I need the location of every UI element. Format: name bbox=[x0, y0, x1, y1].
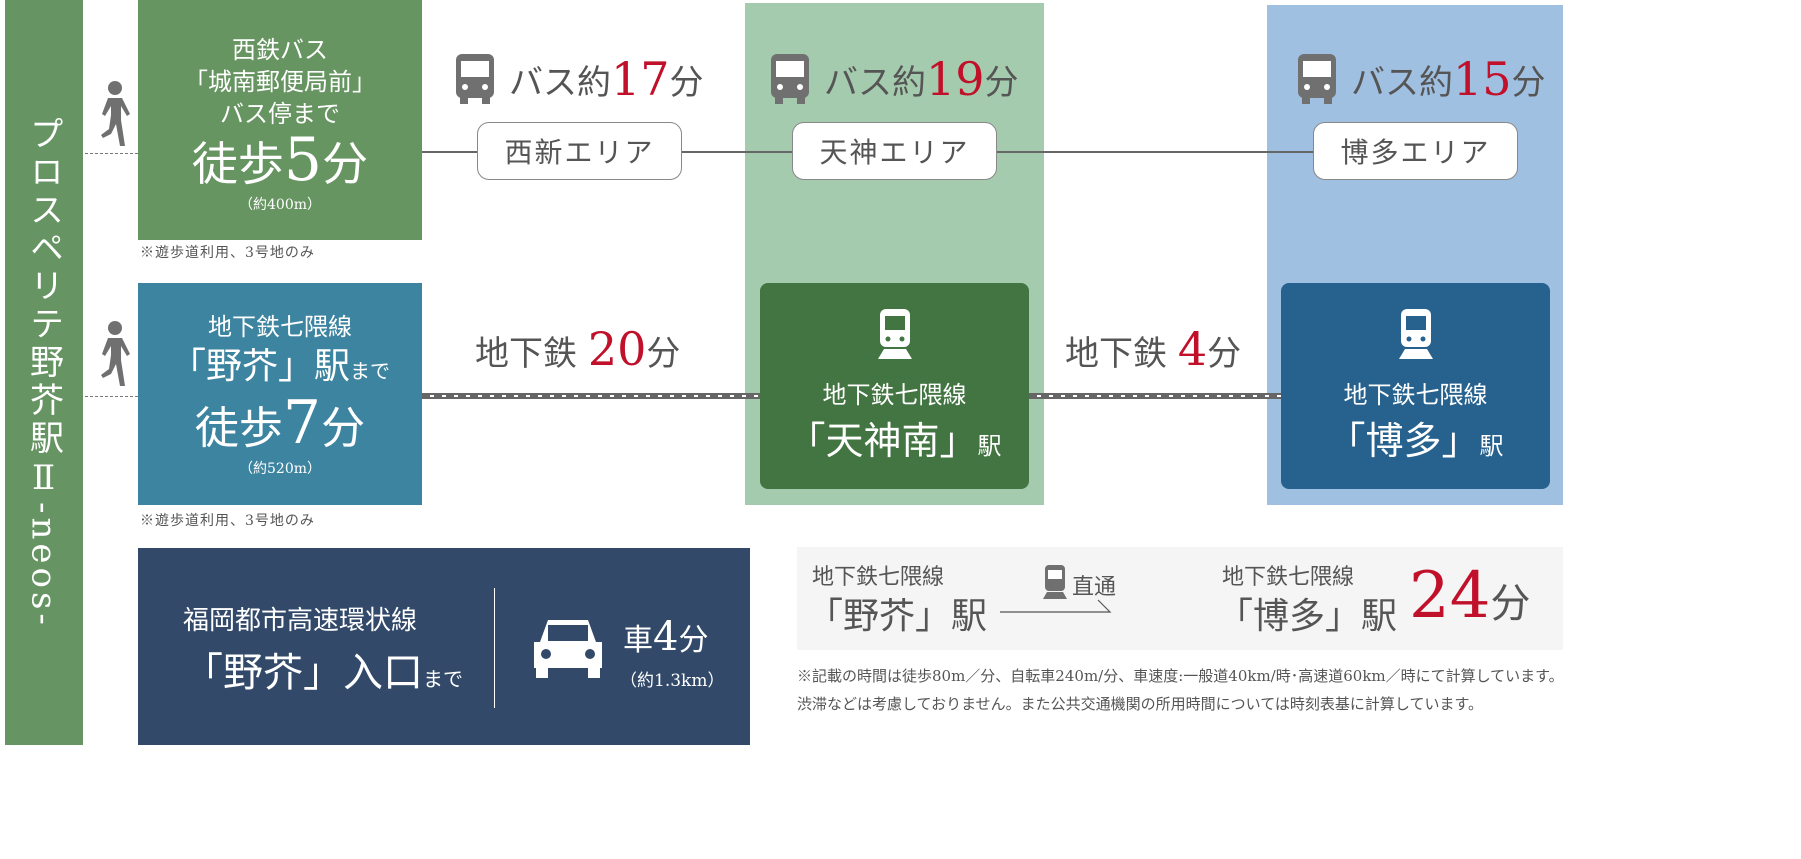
bus-minutes: 19 bbox=[926, 52, 985, 106]
station-name: 「天神南」 bbox=[787, 419, 978, 463]
unit: 分 bbox=[322, 137, 369, 191]
subway-line-track bbox=[422, 393, 760, 399]
bus-stop-name: 「城南郵便局前」 bbox=[184, 68, 376, 96]
train-icon bbox=[877, 309, 912, 359]
walk-minutes: 7 bbox=[282, 388, 322, 458]
arrow-icon bbox=[1000, 599, 1112, 613]
subway-minutes: 20 bbox=[587, 322, 647, 376]
direct-label: 直通 bbox=[1072, 575, 1117, 600]
station-walk-box: 地下鉄七隈線 「野芥」駅まで 徒歩7分 （約520m） bbox=[138, 283, 422, 505]
property-name: プロスペリテ野芥駅Ⅱ-neos- bbox=[23, 116, 64, 629]
car-prefix: 車 bbox=[623, 623, 653, 658]
direct-minutes: 24 bbox=[1409, 559, 1491, 633]
walking-person-icon bbox=[101, 81, 130, 146]
connector-line bbox=[85, 396, 138, 397]
unit: 分 bbox=[669, 62, 704, 103]
unit: 分 bbox=[646, 334, 681, 374]
bus-stop-walk-box: 西鉄バス 「城南郵便局前」 バス停まで 徒歩5分 （約400m） bbox=[138, 0, 422, 240]
bus-icon bbox=[1298, 54, 1336, 104]
walking-person-icon bbox=[101, 321, 130, 386]
to-station: 「博多」駅 bbox=[1217, 596, 1398, 637]
suffix: まで bbox=[423, 667, 463, 691]
unit: 分 bbox=[678, 623, 709, 658]
to-line: 地下鉄七隈線 bbox=[1222, 565, 1355, 590]
bus-minutes: 17 bbox=[611, 52, 670, 106]
subway-prefix: 地下鉄 bbox=[1065, 334, 1178, 374]
unit: 分 bbox=[1511, 62, 1546, 103]
connector-line bbox=[85, 153, 138, 154]
area-hakata: 博多エリア bbox=[1313, 122, 1518, 180]
unit: 分 bbox=[984, 62, 1019, 103]
property-name-bar: プロスペリテ野芥駅Ⅱ-neos- bbox=[5, 0, 83, 745]
walk-label: 徒歩 bbox=[191, 137, 284, 191]
station-hakata: 地下鉄七隈線 「博多」駅 bbox=[1281, 283, 1550, 489]
station-name: 「野芥」駅 bbox=[169, 346, 350, 387]
expressway-name: 福岡都市高速環状線 bbox=[183, 606, 418, 636]
bus-company: 西鉄バス bbox=[232, 36, 328, 64]
walk-note: ※遊歩道利用、3号地のみ bbox=[140, 245, 315, 261]
area-nishijin: 西新エリア bbox=[477, 122, 682, 180]
bus-prefix: バス約 bbox=[824, 62, 926, 103]
walk-note: ※遊歩道利用、3号地のみ bbox=[140, 513, 315, 529]
bus-prefix: バス約 bbox=[509, 62, 611, 103]
subway-prefix: 地下鉄 bbox=[475, 334, 588, 374]
suffix: まで bbox=[350, 359, 390, 383]
station-line: 地下鉄七隈線 bbox=[1343, 381, 1488, 409]
direct-route-box: 地下鉄七隈線 「野芥」駅 直通 地下鉄七隈線 「博多」駅 24分 bbox=[797, 547, 1563, 650]
bus-icon bbox=[771, 54, 809, 104]
from-station: 「野芥」駅 bbox=[807, 596, 988, 637]
station-name: 「博多」 bbox=[1327, 419, 1480, 463]
from-line: 地下鉄七隈線 bbox=[812, 565, 945, 590]
suffix: 駅 bbox=[977, 432, 1002, 460]
walk-label: 徒歩 bbox=[194, 403, 283, 454]
train-icon bbox=[1398, 309, 1433, 359]
station-line: 地下鉄七隈線 bbox=[822, 381, 967, 409]
unit: 分 bbox=[1207, 334, 1242, 374]
bus-prefix: バス約 bbox=[1351, 62, 1453, 103]
unit: 分 bbox=[321, 403, 366, 454]
suffix: 駅 bbox=[1479, 432, 1504, 460]
walk-minutes: 5 bbox=[283, 125, 323, 195]
walk-distance: （約520m） bbox=[239, 461, 321, 477]
subway-leg-2: 地下鉄 4分 bbox=[1065, 322, 1241, 376]
car-box: 福岡都市高速環状線 「野芥」入口まで 車4分 （約1.3km） bbox=[138, 548, 750, 745]
subway-minutes: 4 bbox=[1177, 322, 1208, 376]
bus-stop-suffix: バス停まで bbox=[220, 100, 340, 128]
unit: 分 bbox=[1490, 581, 1531, 627]
car-icon bbox=[534, 620, 602, 678]
car-distance: （約1.3km） bbox=[620, 671, 725, 691]
bus-icon bbox=[456, 54, 494, 104]
divider bbox=[494, 588, 495, 708]
station-tenjin-minami: 地下鉄七隈線 「天神南」駅 bbox=[760, 283, 1029, 489]
walk-distance: （約400m） bbox=[239, 197, 321, 213]
footnote: ※記載の時間は徒歩80m／分、自転車240m/分、車速度:一般道40km/時･高… bbox=[797, 667, 1564, 713]
area-tenjin: 天神エリア bbox=[792, 122, 997, 180]
train-icon bbox=[1043, 565, 1067, 599]
entrance-name: 「野芥」入口 bbox=[183, 650, 423, 696]
car-minutes: 4 bbox=[653, 614, 679, 660]
subway-line: 地下鉄七隈線 bbox=[208, 313, 352, 341]
subway-leg-1: 地下鉄 20分 bbox=[475, 322, 680, 376]
subway-line-track bbox=[1029, 393, 1281, 399]
bus-minutes: 15 bbox=[1453, 52, 1512, 106]
